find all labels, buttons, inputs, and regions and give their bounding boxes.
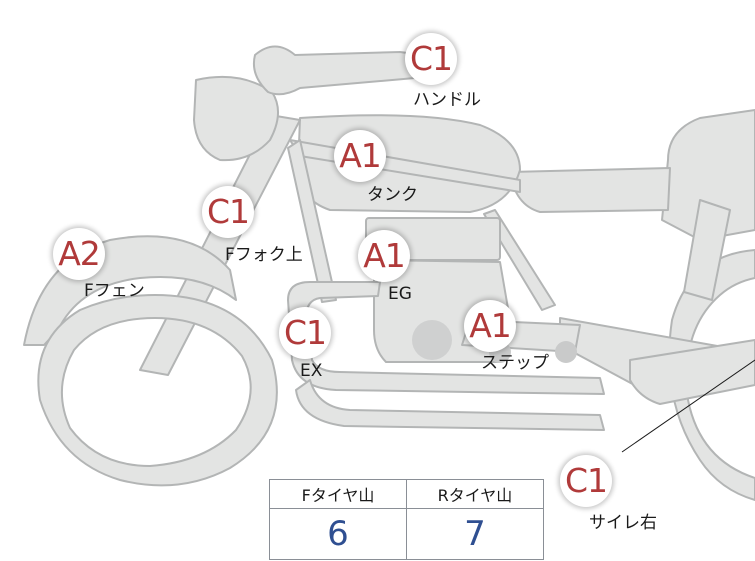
grade-badge-exhaust: C1 xyxy=(279,307,331,359)
grade-badge-handle: C1 xyxy=(405,33,457,85)
tire-tread-table: Fタイヤ山 Rタイヤ山 6 7 xyxy=(269,479,544,560)
exhaust-pipe-upper xyxy=(287,281,605,395)
engine-cover xyxy=(412,320,452,360)
grade-badge-ffender: A2 xyxy=(53,228,105,280)
headlight xyxy=(193,75,279,162)
callout-line xyxy=(621,359,755,453)
part-label-tank: タンク xyxy=(367,185,418,205)
part-label-handle: ハンドル xyxy=(413,90,481,110)
exhaust-pipe-lower xyxy=(295,379,605,431)
front-wheel xyxy=(37,294,278,487)
grade-badge-ffork: C1 xyxy=(202,186,254,238)
rear-body xyxy=(661,109,755,241)
grade-badge-step: A1 xyxy=(464,300,516,352)
part-label-engine: EG xyxy=(388,284,412,304)
front-tire-header: Fタイヤ山 xyxy=(269,479,407,509)
grade-badge-engine: A1 xyxy=(358,230,410,282)
frame-down xyxy=(287,139,337,303)
rear-tire-header: Rタイヤ山 xyxy=(406,479,544,509)
seat xyxy=(509,167,671,213)
handlebar xyxy=(252,45,421,96)
part-label-sidecover: サイレ右 xyxy=(589,513,657,533)
footrest-peg-right xyxy=(555,341,577,363)
muffler xyxy=(629,339,755,405)
front-tire-value: 6 xyxy=(269,508,407,560)
grade-badge-tank: A1 xyxy=(334,130,386,182)
rear-tire-value: 7 xyxy=(406,508,544,560)
part-label-step: ステップ xyxy=(481,353,549,373)
part-label-ffender: Fフェン xyxy=(84,281,145,301)
rear-shock xyxy=(683,199,731,301)
part-label-ffork: Fフォク上 xyxy=(225,245,303,265)
part-label-exhaust: EX xyxy=(300,361,323,381)
frame-rear xyxy=(483,209,556,311)
grade-badge-sidecover: C1 xyxy=(560,455,612,507)
